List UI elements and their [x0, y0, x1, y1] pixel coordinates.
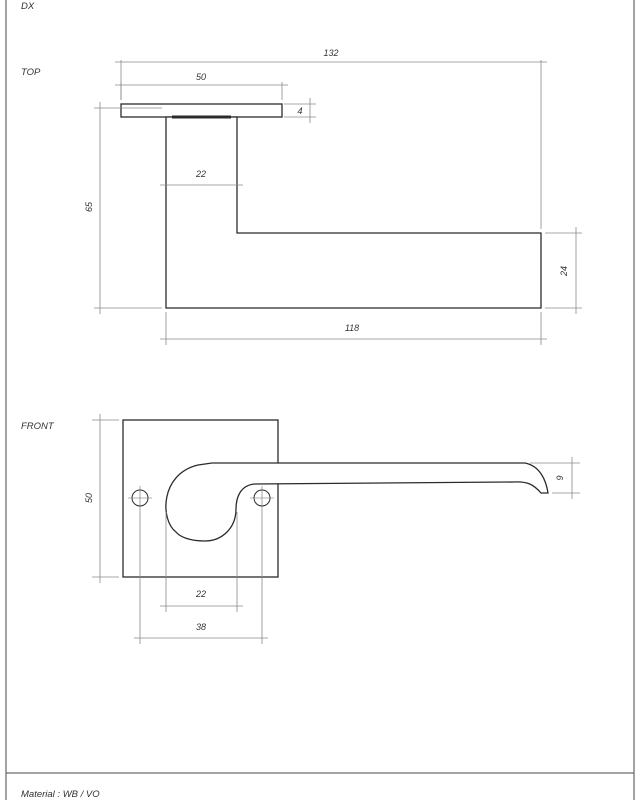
dim-label-9: 9: [555, 475, 565, 480]
dim-lever-thickness: 24: [545, 227, 582, 314]
screw-hole-right: [250, 486, 274, 510]
dim-overall-length: 132: [115, 48, 547, 229]
dim-label-118: 118: [345, 323, 359, 333]
material-label: Material : WB / VO: [21, 789, 100, 800]
dim-label-22-top: 22: [195, 169, 206, 179]
dim-tip-height: 9: [530, 457, 580, 499]
top-rose-plate: [120, 103, 283, 118]
screw-hole-left: [128, 486, 152, 510]
dim-label-132: 132: [323, 48, 338, 58]
dim-label-24: 24: [559, 266, 569, 277]
dim-label-4: 4: [297, 106, 302, 116]
dim-label-50-front: 50: [84, 493, 94, 503]
front-lever-silhouette: [165, 462, 549, 542]
dim-rose-thickness: 4: [284, 98, 316, 123]
dim-rose-width: 50: [115, 72, 288, 100]
top-lever-body: [165, 116, 542, 309]
front-view: FRONT 50 9: [21, 414, 580, 644]
dim-lever-length: 118: [160, 312, 547, 345]
side-label: DX: [21, 1, 35, 12]
front-view-title: FRONT: [21, 421, 55, 432]
dim-label-38: 38: [196, 622, 206, 632]
top-view-title: TOP: [21, 67, 41, 78]
top-view: TOP 132 50 4 22: [21, 48, 582, 345]
dim-hole-spacing: 38: [134, 510, 268, 644]
dim-label-50-top: 50: [196, 72, 206, 82]
dim-label-65: 65: [84, 201, 94, 212]
dim-height: 65: [84, 102, 162, 314]
dim-neck-width: 22: [160, 169, 243, 186]
dim-hole-gap: 22: [160, 512, 243, 612]
dim-label-22-front: 22: [195, 589, 206, 599]
dim-rose-height: 50: [84, 414, 119, 583]
